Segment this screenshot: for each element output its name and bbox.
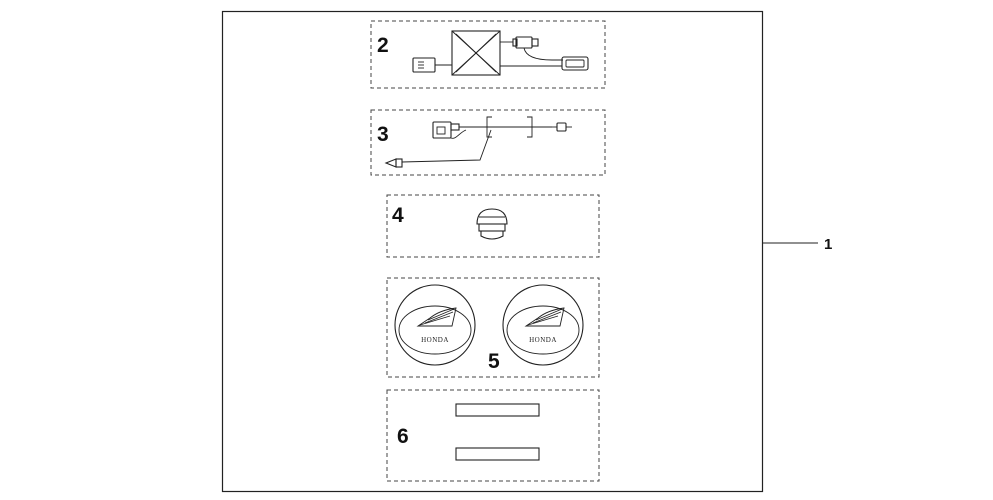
left-connector-icon bbox=[412, 57, 452, 73]
wing-logo-icon bbox=[416, 307, 457, 327]
emblem-right-text: HONDA bbox=[529, 336, 557, 344]
part-6-box bbox=[386, 389, 600, 482]
part-4-group: 4 bbox=[386, 194, 600, 258]
part-5-number: 5 bbox=[488, 350, 500, 373]
callout-1-label: 1 bbox=[824, 236, 832, 253]
part-2-group: 2 bbox=[370, 20, 606, 89]
terminal-icon bbox=[552, 122, 572, 132]
part-5-group: 5 HONDA HONDA bbox=[386, 277, 600, 378]
part-2-box bbox=[370, 20, 606, 89]
part-6-number: 6 bbox=[397, 425, 409, 448]
bracket-right-icon bbox=[527, 116, 533, 138]
part-5-box bbox=[386, 277, 600, 378]
switch-icon bbox=[432, 121, 467, 139]
part-2-number: 2 bbox=[377, 34, 389, 57]
emblem-left-text: HONDA bbox=[421, 336, 449, 344]
part-6-group: 6 bbox=[386, 389, 600, 482]
right-connector-icon bbox=[500, 56, 589, 71]
harness-module-icon bbox=[451, 30, 501, 76]
grommet-icon bbox=[476, 208, 508, 240]
part-3-box bbox=[370, 109, 606, 176]
strip-top bbox=[455, 403, 540, 417]
part-4-box bbox=[386, 194, 600, 258]
honda-emblem-right: HONDA bbox=[502, 284, 584, 366]
part-3-number: 3 bbox=[377, 123, 389, 146]
lead-wire bbox=[401, 129, 492, 163]
arrow-terminal-icon bbox=[384, 158, 403, 168]
kit-frame bbox=[221, 10, 764, 493]
part-4-number: 4 bbox=[392, 204, 404, 227]
wing-logo-icon bbox=[524, 307, 565, 327]
bracket-left-icon bbox=[486, 116, 492, 138]
honda-emblem-left: HONDA bbox=[394, 284, 476, 366]
strip-bottom bbox=[455, 447, 540, 461]
plug-connector-icon bbox=[500, 36, 563, 61]
part-3-group: 3 bbox=[370, 109, 606, 176]
